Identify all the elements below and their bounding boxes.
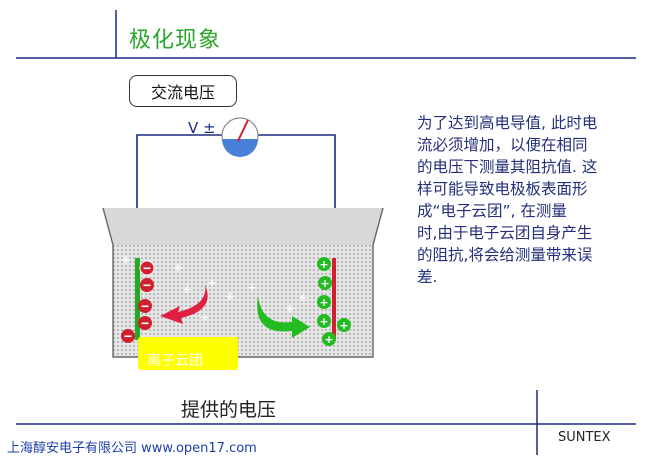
svg-text:+: +: [247, 281, 256, 294]
beaker-rim: [103, 208, 383, 245]
description-line: 的电压下测量其阻抗值. 这: [417, 158, 598, 176]
brand-footer: SUNTEX: [558, 430, 611, 445]
cathode-plate: [135, 258, 140, 340]
svg-text:+: +: [200, 311, 209, 324]
positive-ions: + + + + + +: [317, 257, 351, 346]
voltmeter-icon: [221, 117, 259, 157]
description-line: 样可能导致电极板表面形: [417, 180, 588, 198]
ac-voltage-callout: 交流电压: [129, 75, 237, 107]
description-line: 为了达到高电导值, 此时电: [417, 114, 598, 132]
company-footer: 上海醇安电子有限公司 www.open17.com: [7, 441, 257, 456]
svg-text:+: +: [319, 296, 328, 309]
svg-text:+: +: [207, 276, 216, 289]
electron-cloud-label: 离子云团: [147, 353, 203, 369]
svg-text:+: +: [320, 277, 329, 290]
diagram-caption: 提供的电压: [181, 399, 277, 421]
electron-cloud-highlight: [138, 337, 238, 370]
page-title: 极化现象: [129, 28, 222, 53]
svg-text:+: +: [225, 290, 234, 303]
description-line: 流必须增加，以便在相同: [417, 136, 588, 154]
svg-text:+: +: [121, 253, 130, 266]
description-text: 为了达到高电导值, 此时电 流必须增加，以便在相同 的电压下测量其阻抗值. 这 …: [417, 112, 637, 288]
anode-plate: [332, 258, 336, 340]
beaker-outline: [102, 207, 384, 358]
arrow-red: [160, 285, 208, 324]
arrow-green: [257, 296, 310, 338]
voltmeter-label: V ±: [188, 119, 216, 137]
svg-text:+: +: [173, 261, 182, 274]
ac-voltage-label: 交流电压: [150, 83, 215, 102]
svg-text:+: +: [339, 319, 348, 332]
negative-ions: [121, 260, 155, 343]
svg-text:+: +: [182, 283, 191, 296]
svg-text:+: +: [285, 302, 294, 315]
description-line: 成“电子云团”, 在测量: [417, 202, 567, 220]
description-line: 差.: [417, 268, 438, 286]
dim-ions: +++ +++ +++: [121, 253, 307, 324]
svg-text:+: +: [319, 315, 328, 328]
svg-text:+: +: [319, 258, 328, 271]
svg-text:+: +: [298, 291, 307, 304]
description-line: 时,由于电子云团自身产生: [417, 224, 593, 242]
svg-text:+: +: [324, 333, 333, 346]
description-line: 的阻抗,将会给测量带来误: [417, 246, 593, 264]
